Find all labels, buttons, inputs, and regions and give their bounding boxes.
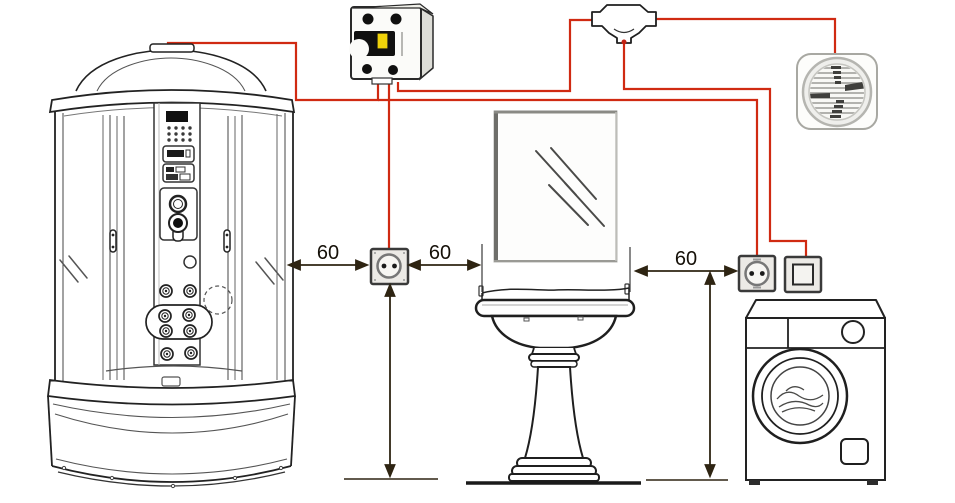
dimension-label-shower-to-outlet: 60 bbox=[317, 242, 339, 264]
washer-outlet bbox=[737, 254, 777, 293]
mirror-reflection-marks bbox=[535, 147, 605, 227]
washing-machine bbox=[745, 299, 886, 485]
shower-tub bbox=[46, 365, 297, 489]
shower-button-grid-icon bbox=[167, 126, 192, 142]
wire-breaker-to-junction-box bbox=[396, 18, 592, 93]
wire-junction-to-switch bbox=[622, 44, 808, 257]
exhaust-fan bbox=[796, 53, 878, 130]
breaker-terminal-icon bbox=[388, 65, 398, 75]
socket-pin-hole-icon bbox=[759, 271, 765, 276]
socket-pin-hole-icon bbox=[749, 271, 755, 276]
dimension-label-sink-to-washer-outlet: 60 bbox=[675, 248, 697, 270]
shower-cabin bbox=[46, 43, 297, 489]
shower-door-handles bbox=[109, 229, 231, 253]
junction-box bbox=[591, 4, 657, 45]
shower-display-icon bbox=[166, 111, 188, 122]
socket-pin-hole-icon bbox=[392, 263, 397, 269]
breaker-terminal-icon bbox=[362, 64, 372, 74]
dimension-annotations: 60 60 60 bbox=[286, 242, 739, 485]
fan-switch bbox=[783, 255, 823, 294]
breaker-terminal-icon bbox=[390, 13, 402, 25]
socket-pin-hole-icon bbox=[381, 263, 387, 269]
breaker-lever-icon bbox=[376, 32, 389, 50]
shower-outlet bbox=[369, 247, 410, 286]
circuit-breaker bbox=[349, 3, 434, 85]
pedestal-sink bbox=[474, 283, 636, 482]
wire-junction-to-fan bbox=[656, 17, 837, 54]
mirror bbox=[493, 110, 618, 263]
wire-breaker-to-washer-outlet bbox=[378, 98, 759, 256]
switch-rocker-icon bbox=[792, 263, 814, 286]
breaker-terminal-icon bbox=[362, 13, 374, 25]
washer-knob-icon bbox=[841, 320, 865, 344]
dimension-label-outlet-to-sink: 60 bbox=[429, 242, 451, 264]
laundry-icon bbox=[776, 386, 824, 413]
hydromassage-jets bbox=[145, 284, 233, 361]
glass-reflection-marks bbox=[59, 255, 284, 285]
